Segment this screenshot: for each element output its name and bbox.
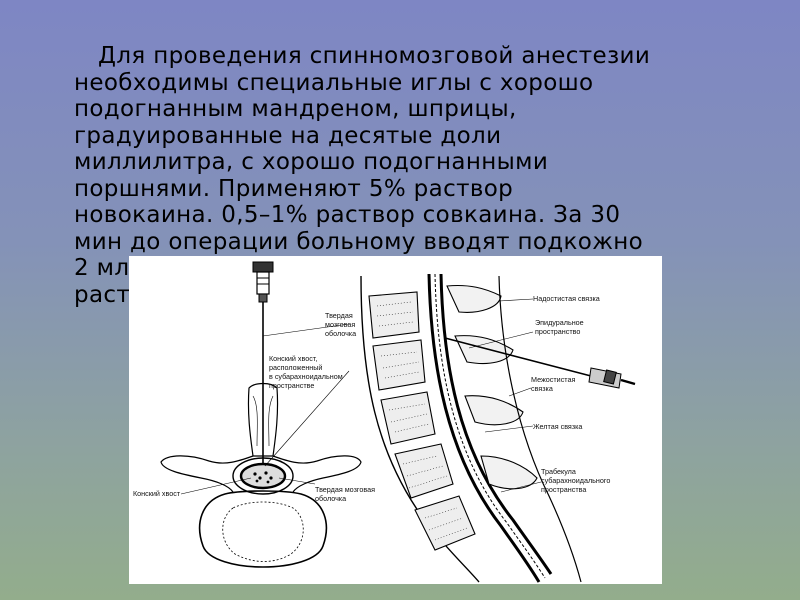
paragraph-line: поршнями. Применяют 5% раствор [74,175,514,202]
slide-paragraph: Для проведения спинномозговой анестезии … [74,43,774,308]
label-cauda-equina: расположенный [269,363,322,372]
anatomy-illustration: Твердая мозговая оболочка Конский хвост,… [129,256,662,584]
paragraph-line: раст [74,281,131,308]
label-cauda-equina-bottom: Конский хвост [133,489,181,498]
label-cauda-equina: Конский хвост, [269,354,317,363]
paragraph-line: подогнанным мандреном, шприцы, [74,96,517,122]
paragraph-line: 2 мл [74,255,130,281]
paragraph-line: Для проведения спинномозговой анестезии [98,43,651,69]
label-interspinous-ligament: связка [531,384,553,393]
label-supraspinous-ligament: Надостистая связка [533,294,600,303]
label-epidural-space: Эпидуральное [535,318,584,327]
paragraph-line: необходимы специальные иглы с хорошо [74,69,594,96]
right-leader-lines [468,298,542,493]
label-dura-mater: оболочка [325,329,356,338]
left-leader-lines [180,323,350,495]
vertebra-cross-section [160,261,362,568]
paragraph-line: градуированные на десятые доли [74,122,502,149]
label-dura-mater: Твердая [325,311,353,320]
label-dura-bottom: Твердая мозговая [315,485,375,494]
label-subarachnoid-trabecula: пространства [541,485,586,494]
paragraph-line: мин до операции больному вводят подкожно [74,228,644,255]
label-ligamentum-flavum: Желтая связка [533,422,582,431]
paragraph-line: миллилитра, с хорошо подогнанными [74,149,549,175]
paragraph-line: новокаина. 0,5–1% раствор совкаина. За 3… [74,202,621,228]
label-dura-bottom: оболочка [315,494,346,503]
label-epidural-space: пространство [535,327,580,336]
spine-sagittal-section [360,273,636,583]
anatomy-drawing: Твердая мозговая оболочка Конский хвост,… [133,261,636,583]
label-cauda-equina: в субарахноидальном [269,372,343,381]
label-subarachnoid-trabecula: Трабекула [541,467,576,476]
label-subarachnoid-trabecula: субарахноидального [541,476,610,485]
label-interspinous-ligament: Межостистая [531,375,575,384]
label-cauda-equina: пространстве [269,381,314,390]
label-dura-mater: мозговая [325,320,355,329]
